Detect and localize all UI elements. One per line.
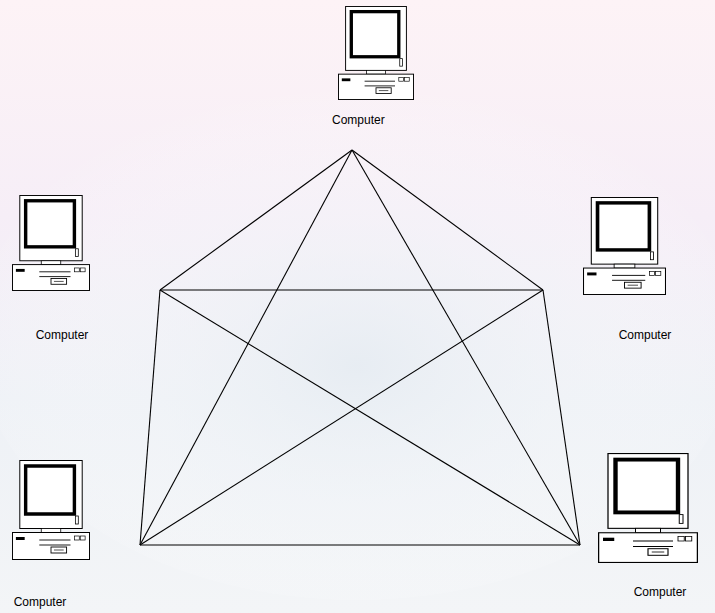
node-label: Computer — [36, 328, 89, 342]
network-link — [543, 290, 580, 545]
computer-icon — [599, 454, 698, 563]
background-glow — [0, 80, 715, 600]
computer-icon — [12, 461, 89, 560]
computer-node: Computer — [543, 192, 708, 344]
network-link — [140, 290, 543, 545]
node-label: Computer — [634, 585, 687, 599]
computer-icon — [12, 195, 89, 290]
network-link — [140, 290, 160, 545]
network-link — [352, 150, 580, 545]
network-link — [160, 289, 543, 290]
computer-node: Computer — [8, 192, 160, 344]
computer-node: Computer — [580, 448, 710, 604]
computer-node: Computer — [330, 4, 420, 150]
node-label: Computer — [619, 328, 672, 342]
computer-icon — [338, 6, 413, 99]
network-link — [160, 150, 352, 290]
network-link — [140, 150, 352, 545]
computer-icon — [584, 197, 666, 294]
network-link — [352, 150, 543, 290]
computer-node: Computer — [8, 455, 140, 611]
node-label: Computer — [332, 113, 385, 127]
network-link — [160, 290, 580, 545]
network-link — [140, 544, 580, 545]
node-label: Computer — [14, 595, 67, 609]
